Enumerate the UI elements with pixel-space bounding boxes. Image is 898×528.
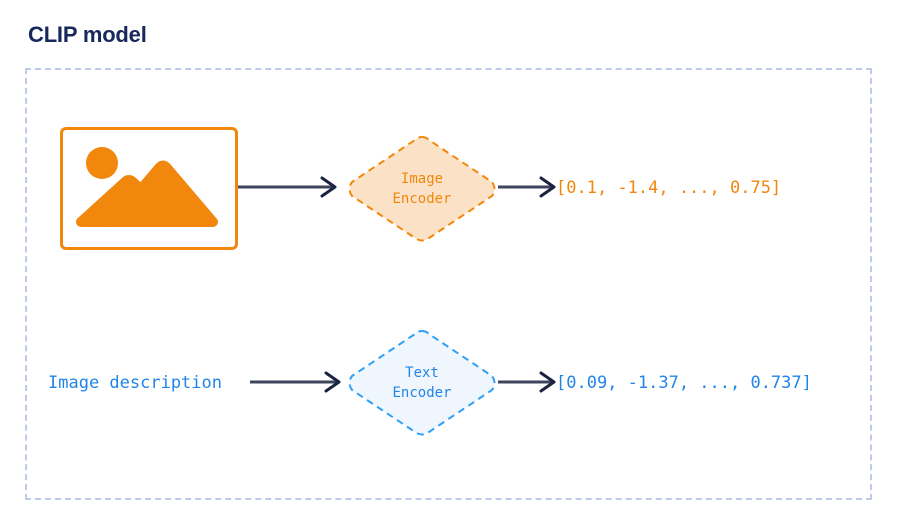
image-description-label: Image description xyxy=(48,373,222,393)
text-embedding-vector: [0.09, -1.37, ..., 0.737] xyxy=(556,373,812,393)
image-thumbnail xyxy=(60,127,238,250)
image-encoder-label-line1: Image xyxy=(400,171,444,187)
arrow-image-to-image-encoder xyxy=(238,176,337,198)
text-encoder-label: Text Encoder xyxy=(343,327,501,439)
image-encoder-label: Image Encoder xyxy=(343,133,501,245)
diamond-shape-text-encoder xyxy=(348,330,496,436)
text-encoder-label-line2: Encoder xyxy=(392,385,452,401)
arrow-description-to-text-encoder xyxy=(250,371,341,393)
arrow-text-encoder-to-embedding xyxy=(498,371,556,393)
text-encoder-node[interactable]: Text Encoder xyxy=(343,327,501,439)
diagram-frame xyxy=(25,68,872,500)
image-embedding-vector: [0.1, -1.4, ..., 0.75] xyxy=(556,178,782,198)
arrow-image-encoder-to-embedding xyxy=(498,176,556,198)
page-title: CLIP model xyxy=(28,22,147,47)
text-encoder-label-line1: Text xyxy=(405,365,439,381)
image-placeholder-icon xyxy=(76,147,218,227)
diamond-shape-image-encoder xyxy=(348,136,496,242)
image-encoder-node[interactable]: Image Encoder xyxy=(343,133,501,245)
image-encoder-label-line2: Encoder xyxy=(392,191,452,207)
